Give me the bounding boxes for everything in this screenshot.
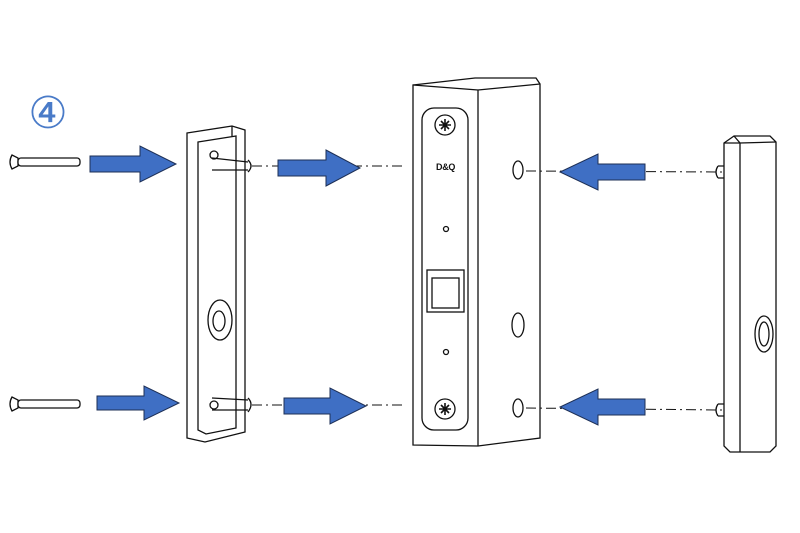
step-number: ④ — [28, 88, 68, 139]
screw-top — [9, 154, 81, 170]
screw-head-icons — [439, 119, 451, 415]
outer-cover — [715, 135, 777, 453]
brand-logo: D&Q — [436, 162, 456, 172]
screw-bottom — [9, 396, 81, 412]
lock-body — [412, 77, 541, 447]
arrow-right-icon — [277, 149, 362, 187]
arrow-right-icon — [89, 145, 178, 183]
insertion-arrows — [89, 145, 646, 426]
mounting-bracket — [186, 125, 252, 443]
arrow-left-icon — [558, 388, 646, 426]
arrow-left-icon — [558, 153, 646, 191]
arrow-right-icon — [283, 387, 368, 425]
arrow-right-icon — [96, 385, 181, 421]
